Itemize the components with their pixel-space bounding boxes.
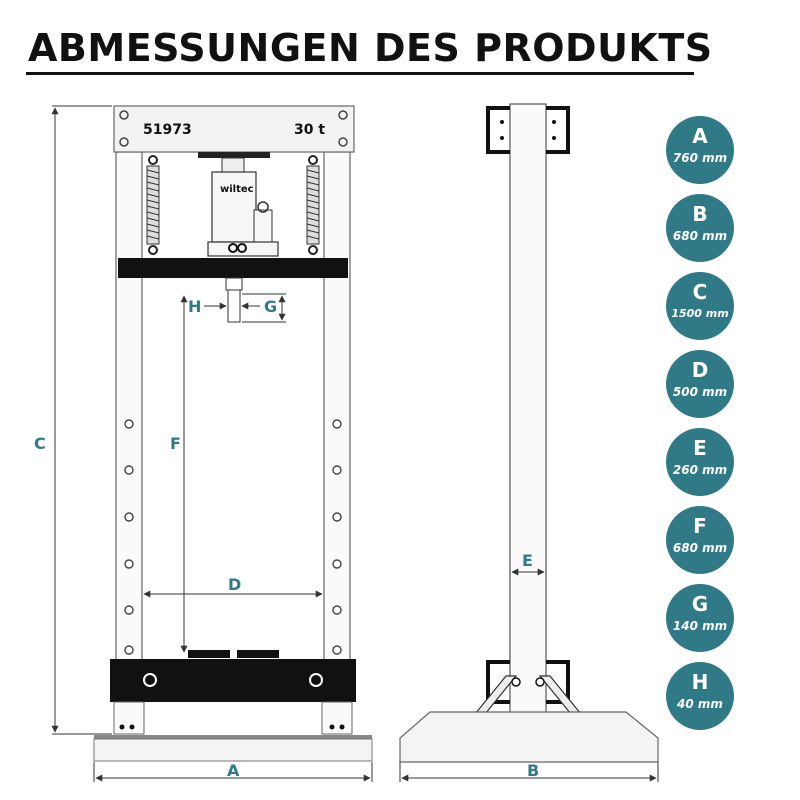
badge-A: A 760 mm (666, 116, 734, 184)
press-plate-right (237, 650, 279, 658)
badge-value: 500 mm (672, 385, 728, 399)
title-underline (26, 72, 694, 75)
badge-G: G 140 mm (666, 584, 734, 652)
label-H: H (188, 297, 201, 316)
badge-F: F 680 mm (666, 506, 734, 574)
dimension-lines (51, 105, 659, 782)
badge-value: 760 mm (672, 151, 728, 165)
label-F: F (170, 434, 181, 453)
dimension-letters: A B C D E F G H (34, 297, 539, 780)
side-base (399, 711, 659, 763)
label-C: C (34, 434, 46, 453)
bottle-jack: wiltec (198, 152, 279, 257)
badge-B: B 680 mm (666, 194, 734, 262)
badge-value: 260 mm (672, 463, 728, 477)
badge-value: 680 mm (672, 541, 728, 555)
badge-letter: E (693, 436, 707, 460)
press-plate-left (188, 650, 230, 658)
front-view: 51973 30 t wiltec (93, 105, 373, 762)
page-title: ABMESSUNGEN DES PRODUKTS (28, 26, 713, 70)
badge-letter: D (691, 358, 709, 382)
jack-brand: wiltec (220, 184, 254, 195)
badge-value: 680 mm (672, 229, 728, 243)
badge-letter: B (692, 202, 708, 226)
upright-holes (124, 419, 342, 655)
right-spring (306, 155, 320, 255)
top-beam (113, 105, 355, 153)
side-view (399, 103, 659, 763)
badge-value: 40 mm (677, 697, 723, 711)
badge-E: E 260 mm (666, 428, 734, 496)
piston (225, 277, 243, 291)
side-column (509, 103, 547, 735)
label-A: A (227, 761, 240, 780)
badge-C: C 1500 mm (666, 272, 734, 340)
left-spring (146, 155, 160, 255)
model-number: 51973 (143, 122, 192, 138)
label-D: D (228, 575, 241, 594)
label-G: G (264, 297, 277, 316)
badge-D: D 500 mm (666, 350, 734, 418)
capacity-label: 30 t (294, 122, 325, 138)
badge-letter: G (691, 592, 709, 616)
badge-letter: A (692, 124, 708, 148)
badge-letter: H (691, 670, 709, 694)
moving-crossbeam (118, 258, 348, 278)
badge-value: 1500 mm (671, 307, 729, 320)
badge-H: H 40 mm (666, 662, 734, 730)
badge-value: 140 mm (672, 619, 728, 633)
badge-letter: C (692, 280, 708, 304)
front-base (94, 735, 372, 739)
label-E: E (522, 551, 533, 570)
label-B: B (527, 761, 539, 780)
badge-letter: F (693, 514, 707, 538)
